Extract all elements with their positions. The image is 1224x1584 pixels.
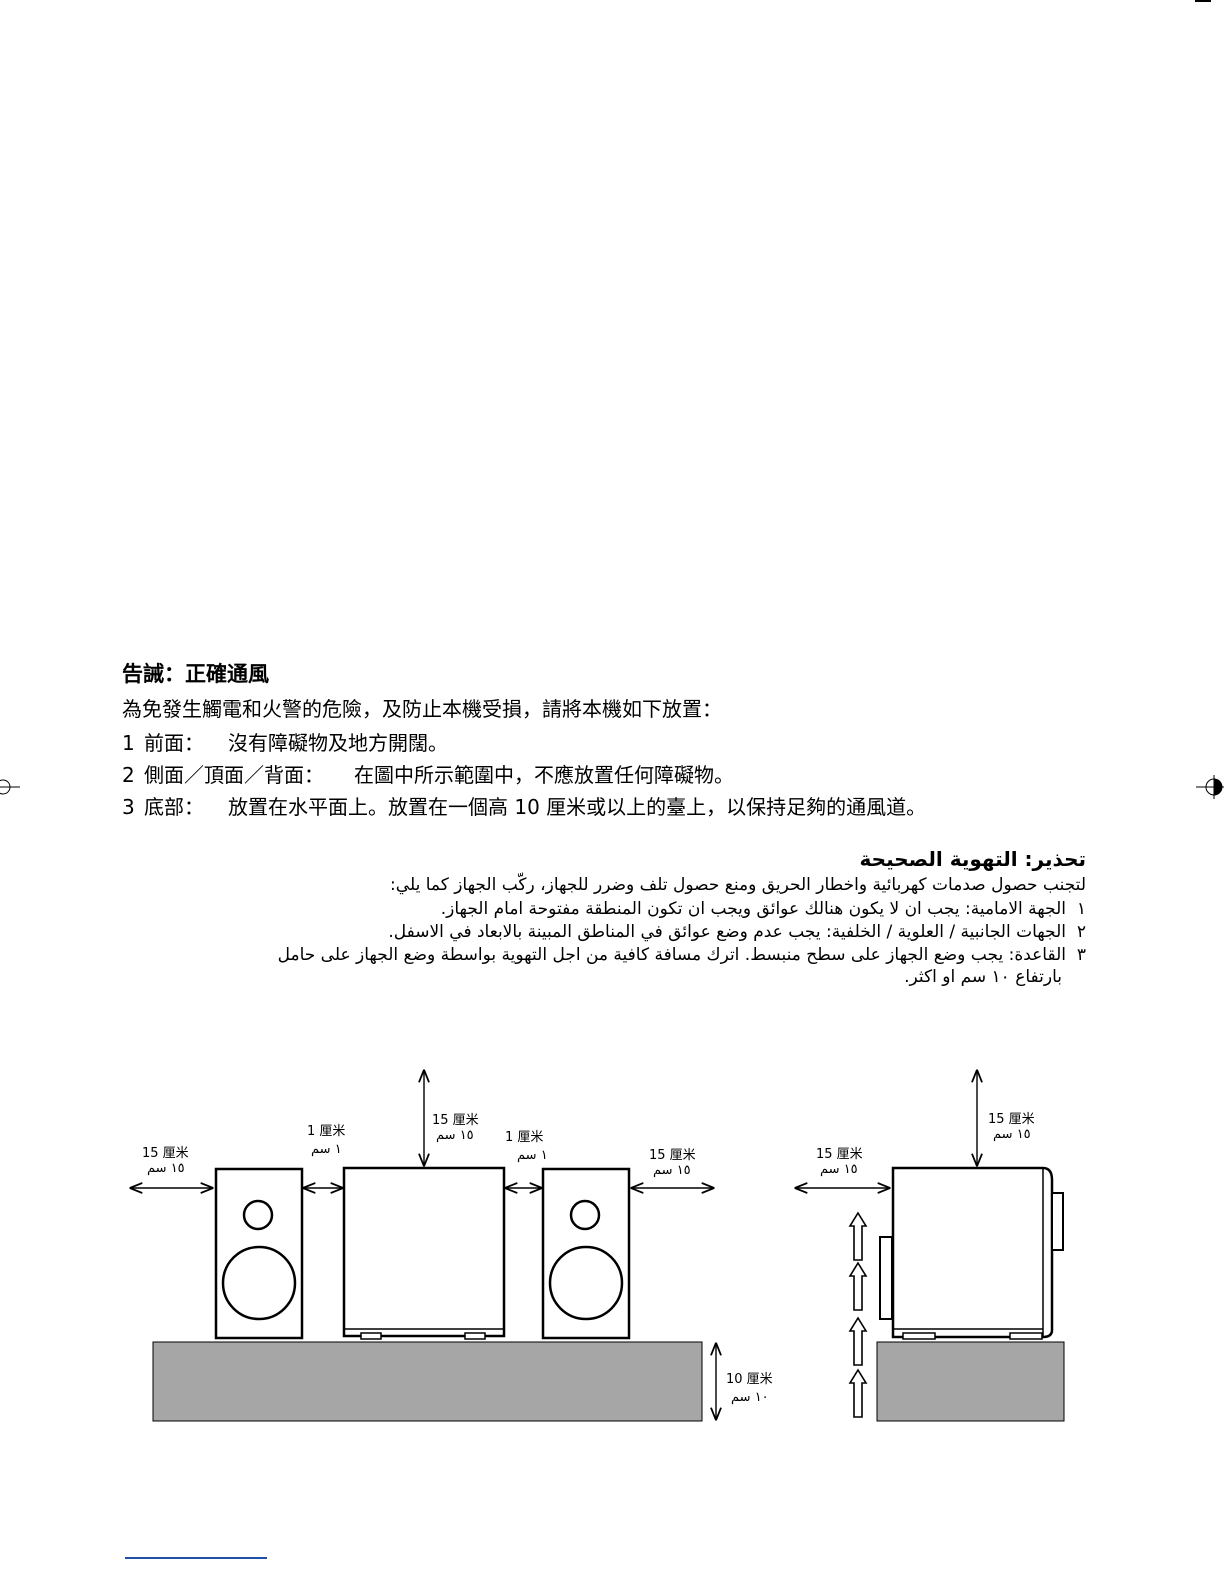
registration-mark-right: [1196, 775, 1224, 799]
chinese-intro: 為免發生觸電和火警的危險，及防止本機受損，請將本機如下放置：: [122, 697, 722, 721]
arabic-item-3: ٣ القاعدة: يجب وضع الجهاز على سطح منبسط. …: [278, 944, 1086, 966]
side-back-clearance-label: 15 厘米: [816, 1147, 863, 1162]
left-gap-label: 1 厘米: [307, 1124, 345, 1139]
item-number: 3: [122, 795, 135, 819]
side-view-unit: [879, 1166, 1064, 1340]
corner-crop-mark: [1195, 0, 1211, 2]
registration-mark-left: [0, 779, 20, 795]
woofer-icon: [221, 1245, 297, 1321]
item-label: 前面：: [144, 731, 204, 755]
right-clearance-label: 15 厘米: [649, 1148, 696, 1163]
item-number: ٣: [1076, 945, 1086, 965]
arabic-title: تحذير: التهوية الصحيحة: [859, 847, 1086, 871]
right-gap-label: 1 厘米: [505, 1130, 543, 1145]
item-label: 側面／頂面／背面：: [144, 763, 324, 787]
arabic-intro: لتجنب حصول صدمات كهربائية واخطار الحريق …: [390, 875, 1086, 895]
right-gap-label-ar: ١ سم: [517, 1148, 548, 1163]
side-top-clearance-label: 15 厘米: [988, 1112, 1035, 1127]
up-arrow-icon: [848, 1368, 868, 1418]
footer-rule: [125, 1557, 267, 1559]
chinese-title: 告誡：正確通風: [122, 662, 269, 686]
chinese-item-1: 1 前面： 沒有障礙物及地方開闊。: [122, 731, 448, 755]
item-text: القاعدة: يجب وضع الجهاز على سطح منبسط. ا…: [277, 945, 1066, 965]
arabic-item-3-continued: بارتفاع ١٠ سم او اكثر.: [904, 967, 1062, 987]
item-number: ٢: [1076, 922, 1086, 942]
chinese-item-2: 2 側面／頂面／背面： 在圖中所示範圍中，不應放置任何障礙物。: [122, 763, 734, 787]
stand-height-label: 10 厘米: [726, 1372, 773, 1387]
arabic-item-1: ١ الجهة الامامية: يجب ان لا يكون هنالك عو…: [441, 898, 1086, 920]
top-clearance-label-ar: ١٥ سم: [436, 1128, 474, 1143]
left-speaker: [214, 1167, 304, 1340]
left-clearance-label-ar: ١٥ سم: [147, 1161, 185, 1176]
tweeter-icon: [569, 1199, 601, 1231]
left-gap-label-ar: ١ سم: [311, 1142, 342, 1157]
chinese-item-3: 3 底部： 放置在水平面上。放置在一個高 10 厘米或以上的臺上，以保持足夠的通風道…: [122, 795, 926, 819]
stand-platform: [152, 1341, 703, 1422]
woofer-icon: [548, 1245, 624, 1321]
up-arrow-icon: [848, 1261, 868, 1311]
item-text: 沒有障礙物及地方開闊。: [228, 731, 448, 755]
top-clearance-label: 15 厘米: [432, 1113, 479, 1128]
item-text: 放置在水平面上。放置在一個高 10 厘米或以上的臺上，以保持足夠的通風道。: [228, 795, 927, 819]
arabic-item-2: ٢ الجهات الجانبية / العلوية / الخلفية: يج…: [388, 921, 1086, 943]
left-clearance-label: 15 厘米: [142, 1146, 189, 1161]
item-number: 2: [122, 763, 135, 787]
main-unit: [342, 1166, 506, 1340]
stand-height-label-ar: ١٠ سم: [731, 1390, 769, 1405]
item-text: الجهات الجانبية / العلوية / الخلفية: يجب…: [388, 922, 1066, 942]
item-number: 1: [122, 731, 135, 755]
up-arrow-icon: [848, 1211, 868, 1261]
up-arrow-icon: [848, 1316, 868, 1366]
right-speaker: [541, 1167, 631, 1340]
item-text: 在圖中所示範圍中，不應放置任何障礙物。: [354, 763, 734, 787]
right-clearance-label-ar: ١٥ سم: [653, 1163, 691, 1178]
side-top-clearance-label-ar: ١٥ سم: [993, 1127, 1031, 1142]
airflow-arrows: [848, 1211, 868, 1418]
side-stand-platform: [876, 1341, 1065, 1422]
item-label: 底部：: [144, 795, 204, 819]
tweeter-icon: [242, 1199, 274, 1231]
side-back-clearance-label-ar: ١٥ سم: [820, 1162, 858, 1177]
item-text: الجهة الامامية: يجب ان لا يكون هنالك عوا…: [440, 899, 1066, 919]
item-number: ١: [1076, 899, 1086, 919]
